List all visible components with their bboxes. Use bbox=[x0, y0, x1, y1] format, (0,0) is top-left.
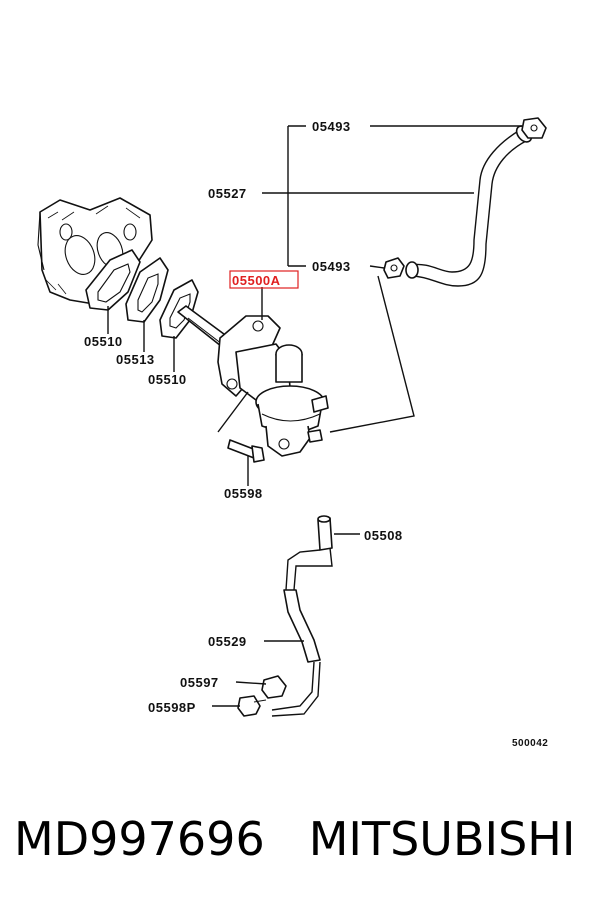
hose-05529 bbox=[271, 547, 333, 717]
gasket-05510-a bbox=[85, 249, 141, 311]
bolt-05598 bbox=[227, 439, 265, 463]
label-05508: 05508 bbox=[364, 528, 403, 543]
fuel-pump-05500a bbox=[177, 305, 329, 457]
label-05510-a: 05510 bbox=[84, 334, 123, 349]
label-05598p: 05598P bbox=[148, 700, 196, 715]
part-number: MD997696 bbox=[14, 812, 265, 866]
clip-05493-top bbox=[521, 117, 547, 139]
highlight-box-05500a bbox=[229, 270, 299, 289]
clip-05597 bbox=[261, 675, 287, 699]
footer: MD997696 MITSUBISHI bbox=[14, 808, 594, 870]
leader-lines bbox=[107, 125, 522, 707]
hose-05527 bbox=[405, 125, 533, 287]
label-05529: 05529 bbox=[208, 634, 247, 649]
figure-number: 500042 bbox=[512, 738, 548, 749]
label-05598: 05598 bbox=[224, 486, 263, 501]
label-05493-mid: 05493 bbox=[312, 259, 351, 274]
connector-05508 bbox=[317, 515, 333, 551]
label-05597: 05597 bbox=[180, 675, 219, 690]
label-05510-b: 05510 bbox=[148, 372, 187, 387]
label-05513: 05513 bbox=[116, 352, 155, 367]
label-05500a: 05500A bbox=[232, 273, 281, 288]
brand-name: MITSUBISHI bbox=[308, 812, 576, 866]
bolt-05598p bbox=[237, 695, 267, 717]
label-05527: 05527 bbox=[208, 186, 247, 201]
gasket-05513 bbox=[125, 257, 169, 323]
clip-05493-mid bbox=[383, 257, 405, 279]
gasket-05510-b bbox=[159, 279, 199, 339]
label-05493-top: 05493 bbox=[312, 119, 351, 134]
